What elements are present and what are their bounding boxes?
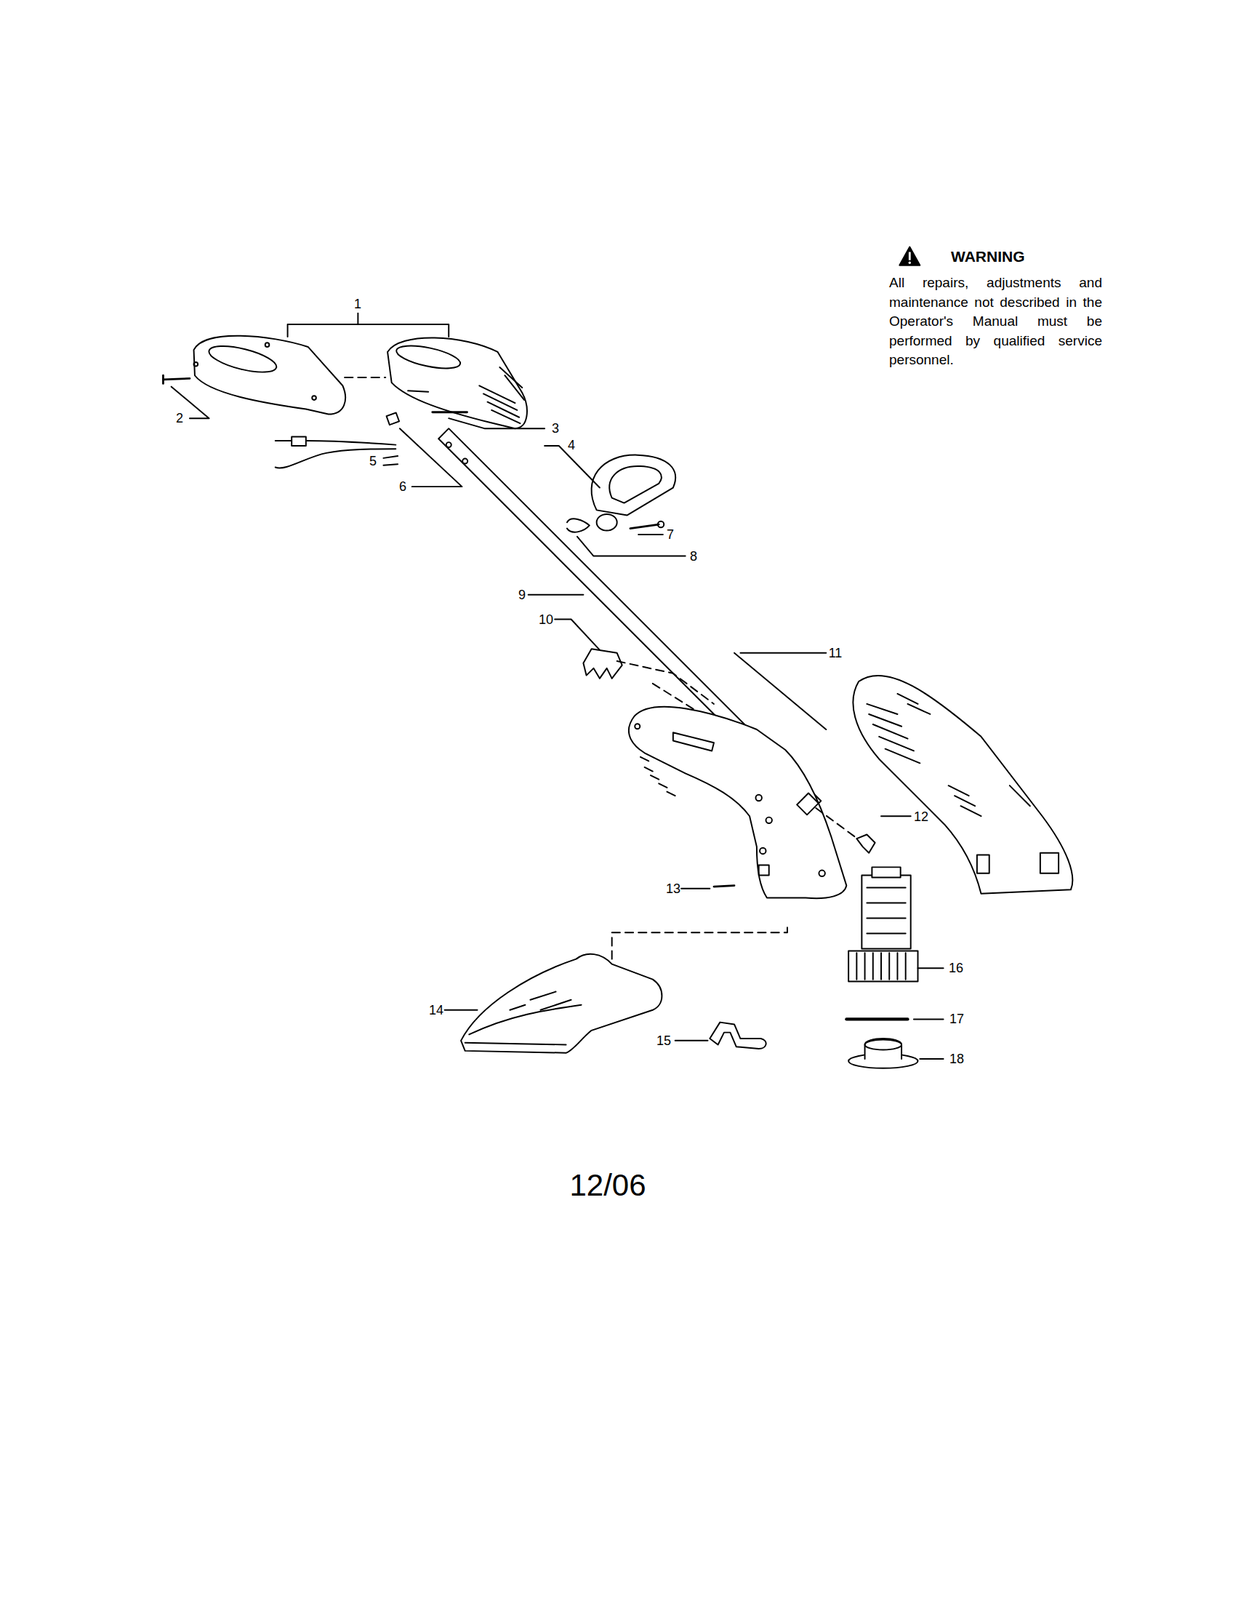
callout-number: 9 [518,588,526,602]
callout-number: 4 [567,438,576,452]
callout-number: 18 [949,1051,965,1066]
callout-number: 10 [538,612,554,626]
callout-number: 11 [828,646,843,660]
callout-number: 13 [665,881,681,895]
callout-number: 6 [399,479,407,493]
callout-number: 7 [666,527,674,541]
warning-heading: WARNING [950,248,1026,264]
callout-number: 15 [656,1033,672,1047]
callout-number: 5 [369,454,377,468]
callout-number: 8 [689,549,698,563]
callout-number: 16 [948,961,964,975]
callout-number: 12 [913,809,929,823]
callout-number: 1 [354,297,362,311]
callout-number: 14 [428,1003,444,1017]
revision-date: 12/06 [569,1169,646,1201]
callout-number: 17 [949,1011,965,1026]
warning-text: All repairs, adjustments and maintenance… [889,273,1103,371]
callout-number: 2 [175,411,184,425]
callout-number: 3 [551,421,560,435]
